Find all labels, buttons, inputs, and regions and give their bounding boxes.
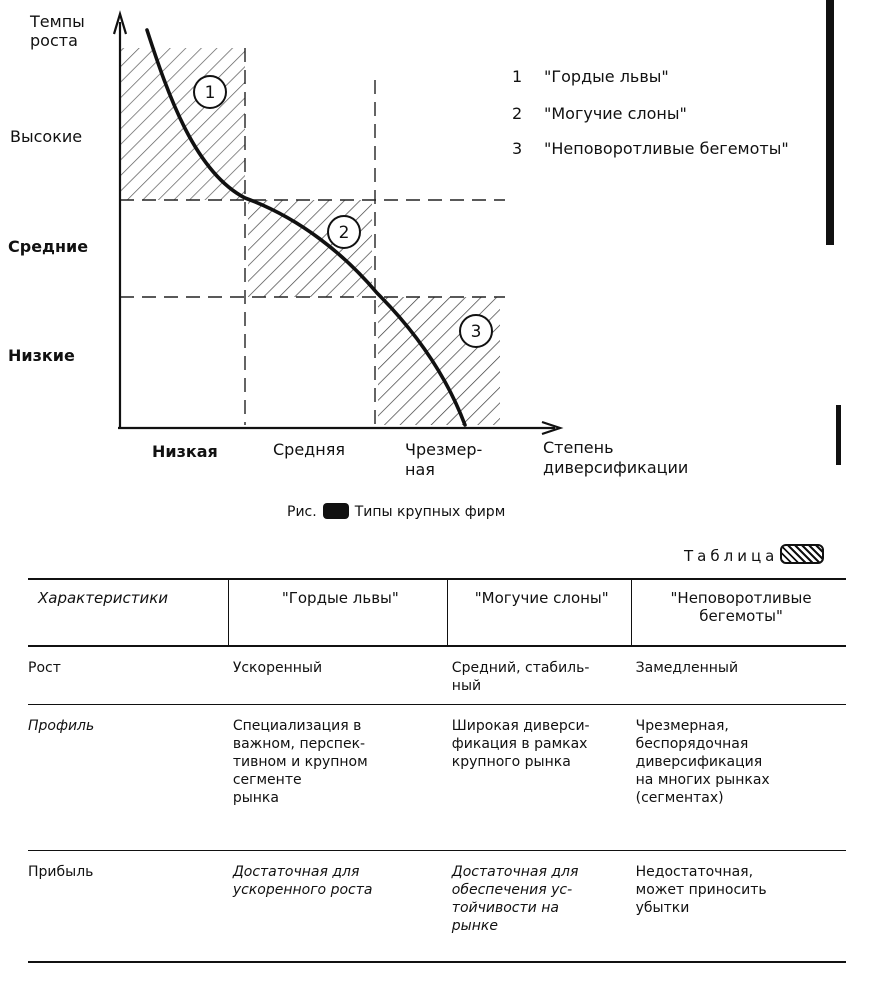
caption-prefix: Рис. bbox=[287, 504, 317, 520]
x-level-low: Низкая bbox=[152, 442, 218, 461]
table-header-row: Характеристики "Гордые львы" "Могучие сл… bbox=[28, 578, 846, 647]
y-level-medium: Средние bbox=[8, 237, 89, 256]
growth-diversification-curve bbox=[145, 28, 467, 427]
x-level-medium: Средняя bbox=[273, 440, 345, 459]
row-label: Профиль bbox=[28, 717, 95, 734]
legend-label: "Гордые львы" bbox=[544, 67, 669, 86]
region-marker-3: 3 bbox=[459, 314, 493, 348]
header-proud-lions: "Гордые львы" bbox=[228, 578, 448, 647]
x-level-excessive: Чрезмер- ная bbox=[405, 440, 483, 479]
table-row: Прибыль Достаточная для ускоренного рост… bbox=[28, 850, 846, 962]
scan-edge-mark bbox=[826, 0, 834, 245]
table-cell: Достаточная для ускоренного роста bbox=[232, 863, 373, 898]
figure-number-smudge bbox=[322, 503, 349, 519]
row-label: Рост bbox=[28, 660, 61, 676]
header-clumsy-hippos: "Неповоротливые бегемоты" bbox=[631, 578, 846, 647]
table-cell: Замедленный bbox=[635, 660, 739, 676]
legend-number: 3 bbox=[512, 139, 523, 158]
characteristics-table: Характеристики "Гордые львы" "Могучие сл… bbox=[28, 578, 846, 963]
scan-edge-mark bbox=[836, 405, 841, 465]
header-characteristics: Характеристики bbox=[28, 578, 229, 647]
legend-number: 1 bbox=[512, 67, 523, 86]
table-cell: Специализация в важном, перспек- тивном … bbox=[232, 717, 368, 807]
region-2-hatch bbox=[248, 200, 372, 297]
table-cell: Ускоренный bbox=[232, 660, 323, 676]
region-marker-1: 1 bbox=[193, 75, 227, 109]
row-label: Прибыль bbox=[28, 863, 94, 880]
table-cell: Недостаточная, может приносить убытки bbox=[635, 863, 767, 916]
table-row: Рост Ускоренный Средний, стабиль- ный За… bbox=[28, 646, 846, 704]
x-axis-title: Степень диверсификации bbox=[543, 438, 689, 477]
table-title: Таблица bbox=[684, 544, 825, 565]
y-axis-title: Темпы роста bbox=[30, 12, 85, 51]
diversification-figure: 1 2 3 bbox=[112, 10, 564, 436]
legend-item-2: 2 "Могучие слоны" bbox=[512, 104, 687, 123]
table-cell: Широкая диверси- фикация в рамках крупно… bbox=[451, 717, 590, 770]
table-row: Профиль Специализация в важном, перспек-… bbox=[28, 704, 846, 850]
figure-caption: Рис. Типы крупных фирм bbox=[287, 503, 505, 520]
svg-text:3: 3 bbox=[471, 322, 482, 342]
table-title-text: Таблица bbox=[684, 547, 779, 565]
table-number-smudge bbox=[780, 544, 825, 564]
svg-text:1: 1 bbox=[205, 83, 216, 103]
region-marker-2: 2 bbox=[327, 215, 361, 249]
y-level-high: Высокие bbox=[10, 127, 83, 146]
legend-label: "Неповоротливые бегемоты" bbox=[544, 139, 789, 158]
legend-item-1: 1 "Гордые львы" bbox=[512, 67, 669, 86]
x-axis-arrow bbox=[541, 420, 564, 436]
table-cell: Средний, стабиль- ный bbox=[451, 660, 590, 695]
table-cell: Достаточная для обеспечения ус- тойчивос… bbox=[451, 863, 579, 935]
caption-text: Типы крупных фирм bbox=[354, 504, 506, 520]
legend-label: "Могучие слоны" bbox=[544, 104, 687, 123]
y-level-low: Низкие bbox=[8, 346, 75, 365]
header-mighty-elephants: "Могучие слоны" bbox=[447, 578, 632, 647]
svg-text:2: 2 bbox=[339, 223, 350, 243]
y-axis-arrow bbox=[112, 10, 128, 35]
table-cell: Чрезмерная, беспорядочная диверсификация… bbox=[635, 717, 770, 807]
legend-item-3: 3 "Неповоротливые бегемоты" bbox=[512, 139, 789, 158]
legend-number: 2 bbox=[512, 104, 523, 123]
